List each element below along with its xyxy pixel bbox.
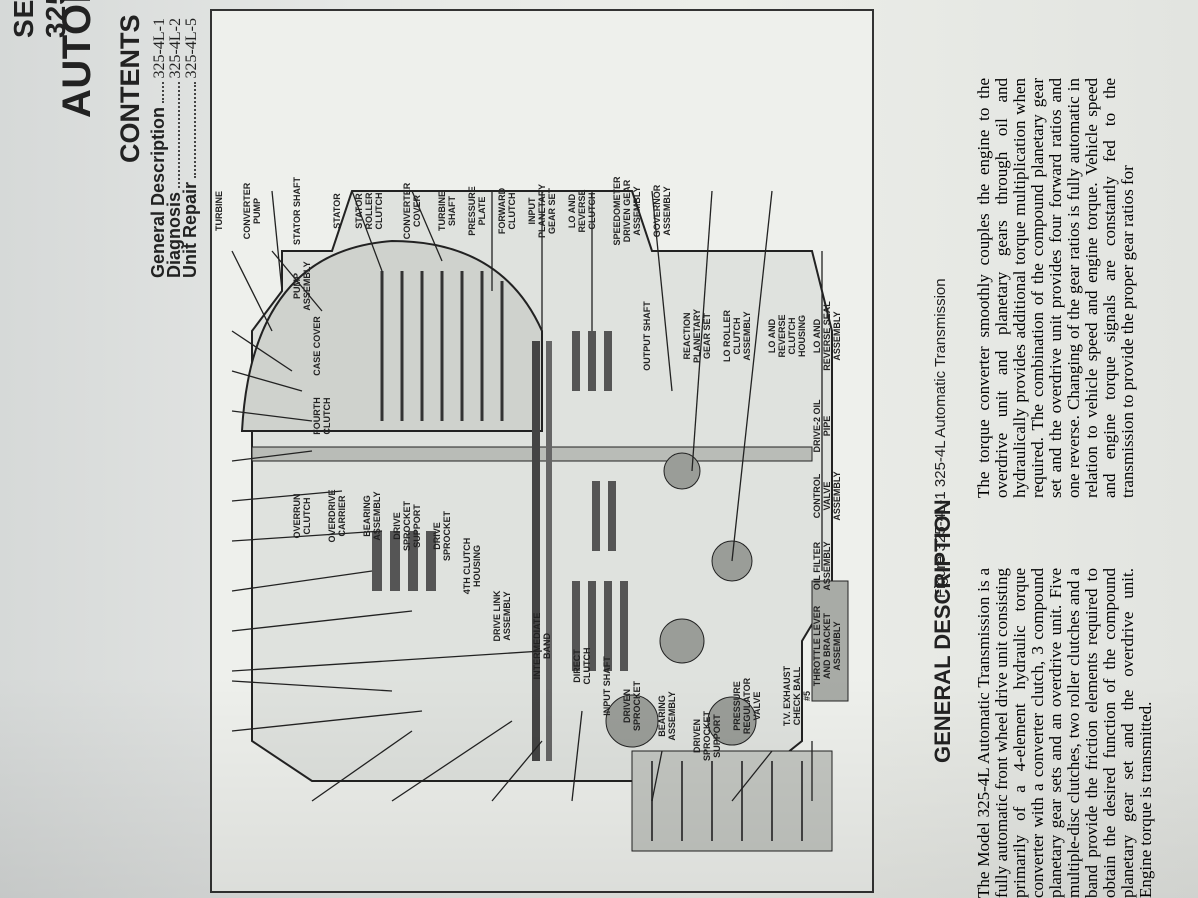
general-description-paragraph-left: The Model 325-4L Automatic Transmission …	[974, 568, 1155, 898]
transmission-cutaway-drawing	[231, 190, 849, 852]
general-description-paragraph-right: The torque converter smoothly couples th…	[974, 78, 1137, 498]
transmission-figure: TURBINE CONVERTER PUMP STATOR SHAFT STAT…	[210, 9, 874, 893]
